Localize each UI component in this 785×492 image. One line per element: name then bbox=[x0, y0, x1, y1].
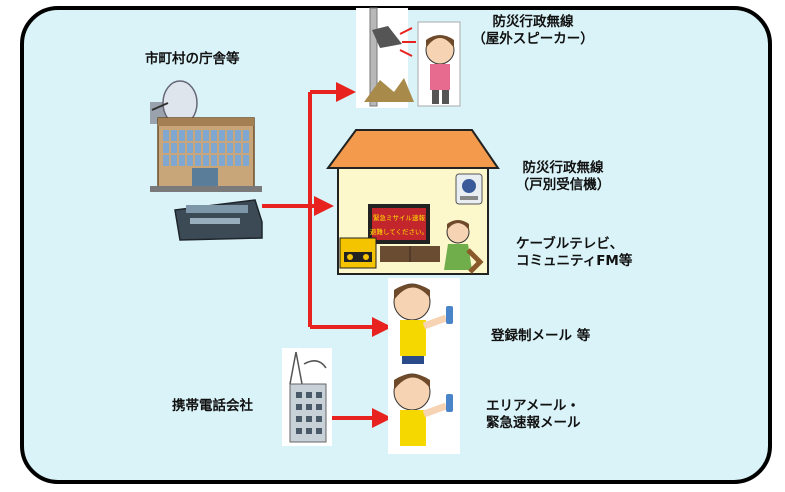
person-listening-icon bbox=[444, 220, 484, 274]
control-console-icon bbox=[174, 199, 263, 241]
office-building-icon bbox=[150, 117, 262, 192]
cable-tv-label: ケーブルテレビ、 コミュニティFM等 bbox=[516, 236, 632, 270]
outdoor-speaker-label: 防災行政無線 （屋外スピーカー） bbox=[468, 14, 598, 48]
connection-lines bbox=[262, 82, 392, 428]
household-receiver-label-line1: 防災行政無線 bbox=[522, 160, 604, 176]
person-listening-icon bbox=[417, 21, 461, 107]
area-mail-label-line2: 緊急速報メール bbox=[486, 415, 581, 431]
area-mail-label: エリアメール・ 緊急速報メール bbox=[486, 398, 581, 432]
area-mail-label-line1: エリアメール・ bbox=[486, 398, 580, 414]
person-with-phone-icon bbox=[388, 278, 460, 366]
mobile-carrier-label: 携帯電話会社 bbox=[172, 398, 253, 414]
person-with-phone-icon bbox=[388, 366, 460, 454]
cable-tv-label-line2: コミュニティFM等 bbox=[516, 253, 633, 269]
cable-tv-label-line1: ケーブルテレビ、 bbox=[516, 236, 624, 252]
radio-icon bbox=[339, 237, 377, 269]
household-receiver-label: 防災行政無線 （戸別受信機） bbox=[508, 160, 618, 194]
tv-screen-line2: 避難してください。 bbox=[370, 227, 428, 236]
household-receiver-label-line2: （戸別受信機） bbox=[515, 177, 611, 193]
loudspeaker-pole-icon bbox=[356, 7, 416, 108]
wall-receiver-icon bbox=[455, 173, 483, 205]
outdoor-speaker-label-line1: 防災行政無線 bbox=[492, 14, 574, 30]
outdoor-speaker-label-line2: （屋外スピーカー） bbox=[472, 31, 594, 47]
cell-tower-icon bbox=[282, 348, 332, 446]
municipal-office-label: 市町村の庁舎等 bbox=[145, 51, 240, 67]
registered-mail-label: 登録制メール 等 bbox=[491, 328, 591, 344]
tv-screen-line1: 緊急ミサイル速報 bbox=[373, 213, 426, 222]
television-icon: 緊急ミサイル速報 避難してください。 bbox=[368, 204, 440, 262]
